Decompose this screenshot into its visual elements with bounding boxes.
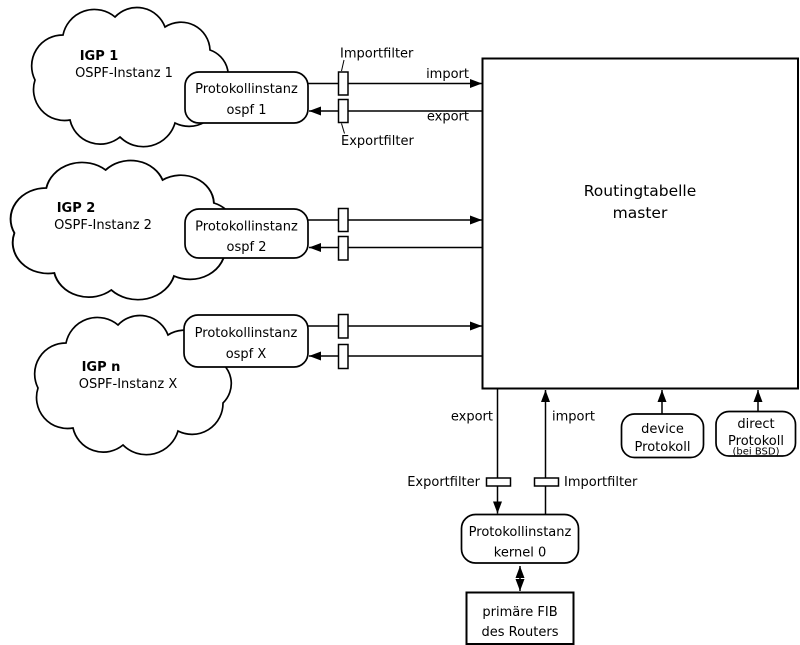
- protocol-box-line2: ospf X: [226, 347, 267, 362]
- importfilter-bottom-label: Importfilter: [564, 475, 638, 490]
- box-outline: [460, 513, 580, 564]
- protocol-box-line2: ospf 1: [227, 103, 267, 118]
- device-box-line1: device: [641, 422, 684, 437]
- filters-row-1: [337, 71, 349, 124]
- filters-row-3: [337, 313, 349, 370]
- protocol-box-line2: ospf 2: [227, 240, 267, 255]
- export-top-label: export: [427, 110, 469, 125]
- box-outline: [481, 57, 799, 390]
- protocol-box-ospf-1: Protokollinstanz ospf 1: [184, 71, 309, 124]
- master-table-box: Routingtabelle master: [481, 57, 799, 390]
- filters-row-2: [337, 207, 349, 261]
- box-outline: [184, 71, 309, 124]
- cloud-shape: [33, 314, 233, 456]
- kernel-protocol-box: Protokollinstanz kernel 0: [460, 513, 580, 564]
- wires-row-3: [308, 321, 482, 361]
- protocol-box-ospf-2: Protokollinstanz ospf 2: [184, 208, 309, 259]
- cloud-subtitle-igpn: OSPF-Instanz X: [79, 377, 178, 392]
- device-protocol-box: device Protokoll: [620, 413, 705, 459]
- exportfilter-box-3: [337, 343, 349, 370]
- cloud-title-igp2: IGP 2: [57, 201, 96, 216]
- protocol-box-line1: Protokollinstanz: [195, 326, 298, 341]
- device-box-line2: Protokoll: [635, 440, 691, 455]
- direct-protocol-box: direct Protokoll (bei BSD): [715, 410, 797, 458]
- cloud-igp-1: [30, 6, 230, 148]
- box-outline: [184, 208, 309, 259]
- importfilter-box-2: [337, 207, 349, 233]
- box-outline: [715, 410, 797, 457]
- fib-box-line2: des Routers: [481, 625, 558, 640]
- importfilter-box-3: [337, 313, 349, 339]
- direct-box-line3: (bei BSD): [733, 447, 780, 458]
- cloud-igp-n: [33, 314, 233, 456]
- export-bottom-label: export: [451, 410, 493, 425]
- master-table-line2: master: [613, 204, 668, 222]
- exportfilter-top-label: Exportfilter: [341, 134, 414, 149]
- fib-box-line1: primäre FIB: [482, 605, 557, 620]
- exportfilter-bottom-label: Exportfilter: [407, 475, 480, 490]
- wires-row-2: [308, 215, 482, 252]
- importfilter-callout-line: [341, 59, 345, 72]
- wires-row-1: [308, 79, 482, 116]
- cloud-subtitle-igp1: OSPF-Instanz 1: [75, 66, 173, 81]
- kernel-box-line2: kernel 0: [494, 546, 546, 561]
- protocol-box-line1: Protokollinstanz: [195, 220, 298, 235]
- box-outline: [620, 413, 705, 459]
- direct-box-line2: Protokoll: [728, 434, 784, 449]
- import-bottom-label: import: [552, 410, 595, 425]
- cloud-shape: [30, 6, 230, 148]
- exportfilter-bottom-box: [485, 477, 512, 487]
- box-outline: [183, 314, 309, 368]
- exportfilter-box-1: [337, 98, 349, 124]
- kernel-box-line1: Protokollinstanz: [469, 525, 572, 540]
- importfilter-box-1: [337, 71, 349, 96]
- fib-box: primäre FIB des Routers: [465, 591, 575, 645]
- importfilter-top-label: Importfilter: [340, 47, 414, 62]
- import-top-label: import: [426, 67, 469, 82]
- protocol-box-line1: Protokollinstanz: [195, 82, 298, 97]
- importfilter-bottom-box: [533, 477, 560, 487]
- master-table-line1: Routingtabelle: [584, 182, 697, 200]
- direct-box-line1: direct: [737, 417, 774, 432]
- cloud-title-igpn: IGP n: [82, 360, 121, 375]
- cloud-title-igp1: IGP 1: [80, 49, 119, 64]
- exportfilter-box-2: [337, 235, 349, 261]
- cloud-subtitle-igp2: OSPF-Instanz 2: [54, 218, 152, 233]
- protocol-box-ospf-x: Protokollinstanz ospf X: [183, 314, 309, 368]
- box-outline: [465, 591, 575, 645]
- exportfilter-callout-line: [341, 123, 345, 134]
